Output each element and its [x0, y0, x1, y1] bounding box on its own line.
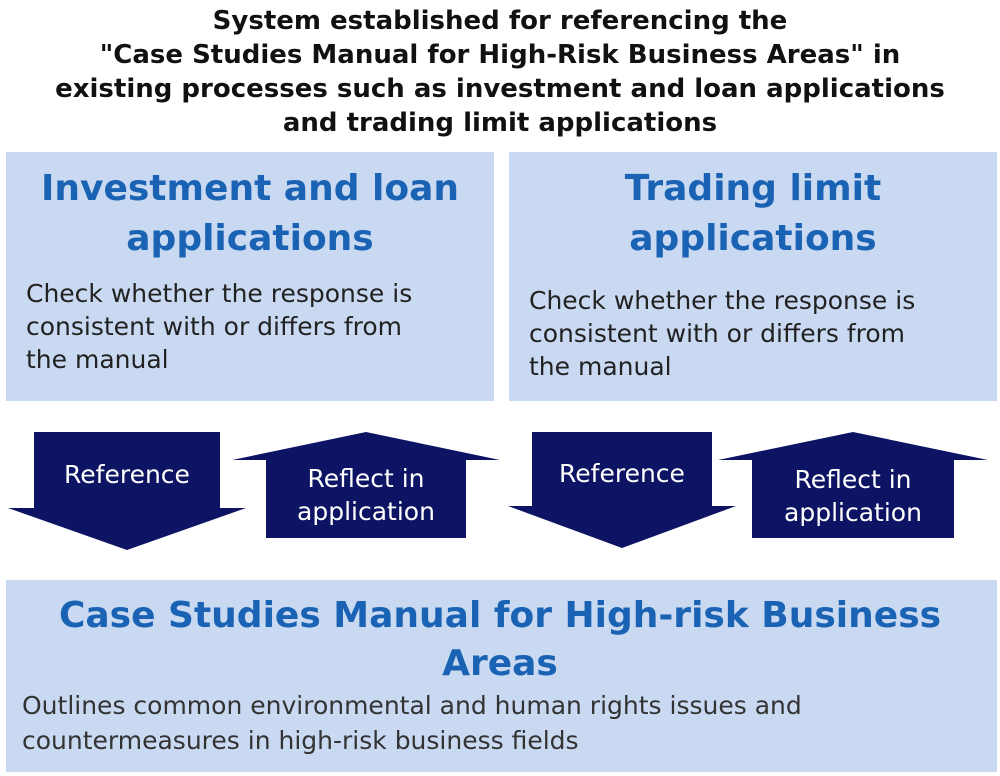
arrow-label-line: Reference	[64, 460, 190, 489]
panel-body-line: the manual	[26, 345, 169, 374]
panel-body-line: consistent with or differs from	[26, 312, 403, 341]
reference-arrow-down: Reference	[8, 432, 246, 550]
panel-title: Investment and loan applications	[6, 164, 494, 264]
panel-title: Trading limit applications	[509, 164, 997, 264]
manual-panel	[6, 580, 997, 772]
panel-body-line: consistent with or differs from	[529, 319, 906, 348]
panel-body-line: Check whether the response is	[26, 279, 413, 308]
panel-title-line: applications	[126, 218, 374, 259]
heading-line: System established for referencing the	[212, 6, 788, 36]
investment-loan-panel: Investment and loan applications Check w…	[6, 152, 494, 401]
arrow-down-shape	[508, 432, 736, 548]
manual-title-line: Areas	[442, 643, 558, 684]
manual-body: Outlines common environmental and human …	[22, 688, 802, 758]
manual-body-line: countermeasures in high-risk business fi…	[22, 726, 579, 755]
manual-body-line: Outlines common environmental and human …	[22, 691, 802, 720]
panel-body: Check whether the response is consistent…	[529, 284, 915, 383]
arrow-label-line: Reflect in	[794, 465, 912, 494]
arrow-label-line: Reference	[559, 459, 685, 488]
arrow-label-line: application	[297, 497, 435, 526]
arrow-label: Reflect in application	[232, 462, 500, 528]
reference-arrow-down: Reference	[508, 432, 736, 548]
panel-title-line: applications	[629, 218, 877, 259]
arrow-label: Reference	[8, 458, 246, 491]
arrow-label-line: Reflect in	[307, 464, 425, 493]
panel-body: Check whether the response is consistent…	[26, 277, 412, 376]
arrow-down-shape	[8, 432, 246, 550]
manual-title-line: Case Studies Manual for High-risk Busine…	[58, 595, 942, 636]
heading-line: existing processes such as investment an…	[55, 74, 945, 104]
reflect-arrow-up: Reflect in application	[718, 432, 988, 538]
arrow-up-shape	[232, 432, 500, 538]
heading-line: "Case Studies Manual for High-Risk Busin…	[99, 40, 901, 70]
panel-title-line: Investment and loan	[40, 168, 460, 209]
arrow-label: Reference	[508, 457, 736, 490]
arrow-label-line: application	[784, 498, 922, 527]
panel-body-line: the manual	[529, 352, 672, 381]
arrow-up-shape	[718, 432, 988, 538]
panel-title-line: Trading limit	[624, 168, 882, 209]
diagram-heading: System established for referencing the "…	[0, 4, 1000, 140]
trading-limit-panel: Trading limit applications Check whether…	[509, 152, 997, 401]
manual-title: Case Studies Manual for High-risk Busine…	[0, 592, 1000, 688]
arrow-label: Reflect in application	[718, 463, 988, 529]
reflect-arrow-up: Reflect in application	[232, 432, 500, 538]
heading-line: and trading limit applications	[282, 108, 718, 138]
panel-body-line: Check whether the response is	[529, 286, 916, 315]
